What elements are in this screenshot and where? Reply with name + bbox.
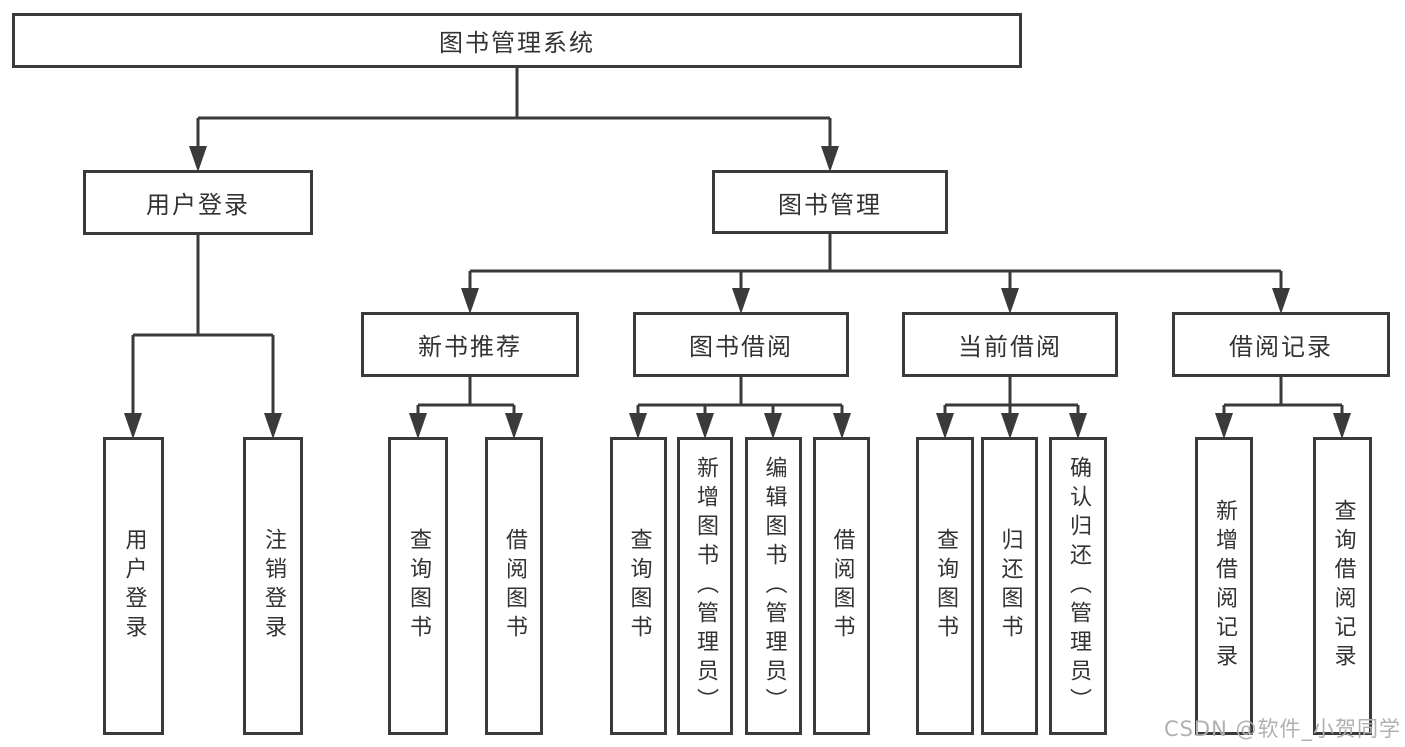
node-label: 图书借阅 — [689, 333, 793, 361]
node-label: 编辑图书（管理员） — [761, 455, 787, 717]
node-label: 查询图书 — [933, 528, 958, 644]
node-query-books-current: 查询图书 — [916, 437, 974, 735]
node-logout: 注销登录 — [243, 437, 303, 735]
node-label: 查询借阅记录 — [1330, 499, 1356, 673]
node-add-borrow-record: 新增借阅记录 — [1195, 437, 1253, 735]
node-label: 借阅图书 — [502, 528, 527, 644]
node-label: 当前借阅 — [958, 333, 1062, 361]
node-label: 查询图书 — [406, 528, 431, 644]
node-user-login-branch: 用户登录 — [83, 170, 313, 235]
node-label: 新增图书（管理员） — [693, 455, 718, 717]
node-label: 图书管理 — [778, 190, 882, 219]
node-return-books: 归还图书 — [981, 437, 1038, 735]
node-label: 借阅图书 — [829, 528, 855, 644]
node-borrowing-records: 借阅记录 — [1172, 312, 1390, 377]
node-query-books-borrowing: 查询图书 — [610, 437, 667, 735]
node-query-borrow-record: 查询借阅记录 — [1313, 437, 1372, 735]
node-borrow-books: 借阅图书 — [813, 437, 870, 735]
node-library-management-system: 图书管理系统 — [12, 13, 1022, 68]
node-label: 查询图书 — [626, 528, 652, 644]
node-label: 图书管理系统 — [439, 29, 595, 57]
node-label: 新书推荐 — [418, 333, 522, 361]
node-label: 新增借阅记录 — [1212, 499, 1237, 673]
node-label: 用户登录 — [146, 191, 250, 219]
node-edit-book-admin: 编辑图书（管理员） — [745, 437, 802, 735]
node-label: 归还图书 — [997, 528, 1023, 644]
node-confirm-return-admin: 确认归还（管理员） — [1049, 437, 1107, 735]
node-book-management-branch: 图书管理 — [712, 170, 948, 234]
node-label: 借阅记录 — [1229, 333, 1333, 361]
node-new-book-recommendation: 新书推荐 — [361, 312, 579, 377]
node-borrow-books-recommend: 借阅图书 — [485, 437, 543, 735]
node-label: 确认归还（管理员） — [1066, 455, 1091, 717]
node-label: 用户登录 — [121, 528, 147, 644]
node-current-borrowing: 当前借阅 — [902, 312, 1118, 377]
node-book-borrowing: 图书借阅 — [633, 312, 849, 377]
node-query-books-recommend: 查询图书 — [388, 437, 448, 735]
node-user-login: 用户登录 — [103, 437, 164, 735]
node-add-book-admin: 新增图书（管理员） — [677, 437, 733, 735]
node-label: 注销登录 — [261, 528, 286, 644]
watermark: CSDN @软件_小贺同学 — [1163, 717, 1401, 741]
